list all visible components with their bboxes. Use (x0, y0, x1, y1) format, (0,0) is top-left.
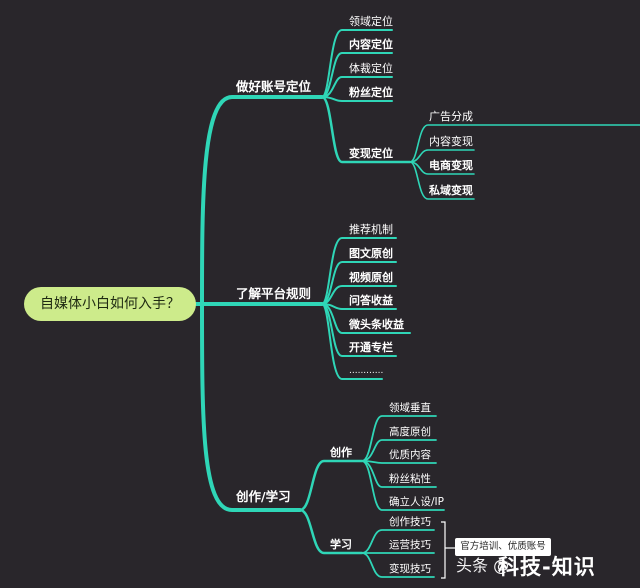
node-fan-stickiness: 粉丝粘性 (389, 473, 431, 485)
node-qa-revenue: 问答收益 (349, 294, 393, 307)
node-operation-skills: 运营技巧 (389, 539, 431, 551)
node-genre-positioning: 体裁定位 (349, 62, 393, 75)
node-fan-positioning: 粉丝定位 (349, 86, 393, 99)
node-micro-headline-revenue: 微头条收益 (349, 318, 404, 331)
node-domain-positioning: 领域定位 (349, 15, 393, 28)
node-original-video: 视频原创 (349, 271, 393, 284)
node-domain-vertical: 领域垂直 (389, 402, 431, 414)
watermark-brand: 科技-知识 (498, 555, 596, 579)
node-ecommerce-monetization: 电商变现 (429, 159, 473, 172)
node-establish-persona: 确立人设/IP (389, 496, 444, 508)
node-ellipsis: ............ (349, 366, 384, 376)
node-creation-skills: 创作技巧 (389, 516, 431, 528)
node-recommendation-mechanism: 推荐机制 (349, 223, 393, 236)
root-node: 自媒体小白如何入手？ (24, 287, 196, 321)
branch-account-positioning: 做好账号定位 (236, 79, 312, 94)
group-create: 创作 (330, 446, 352, 459)
node-highly-original: 高度原创 (389, 426, 431, 438)
watermark-prefix: 头条 @ (456, 556, 510, 575)
node-monetization-skills: 变现技巧 (389, 563, 431, 575)
branch-platform-rules: 了解平台规则 (236, 286, 312, 301)
node-original-graphic: 图文原创 (349, 247, 393, 260)
node-private-domain-monetization: 私域变现 (429, 184, 473, 197)
node-ad-revenue: 广告分成 (429, 110, 473, 123)
node-content-positioning: 内容定位 (349, 38, 393, 51)
node-monetization-positioning: 变现定位 (349, 147, 393, 160)
note-official-training: 官方培训、优质账号 (455, 538, 551, 556)
group-learn: 学习 (330, 538, 352, 551)
node-open-column: 开通专栏 (349, 341, 393, 354)
branch-create-learn: 创作/学习 (236, 489, 291, 504)
node-content-monetization: 内容变现 (429, 135, 473, 148)
node-quality-content: 优质内容 (389, 449, 431, 461)
